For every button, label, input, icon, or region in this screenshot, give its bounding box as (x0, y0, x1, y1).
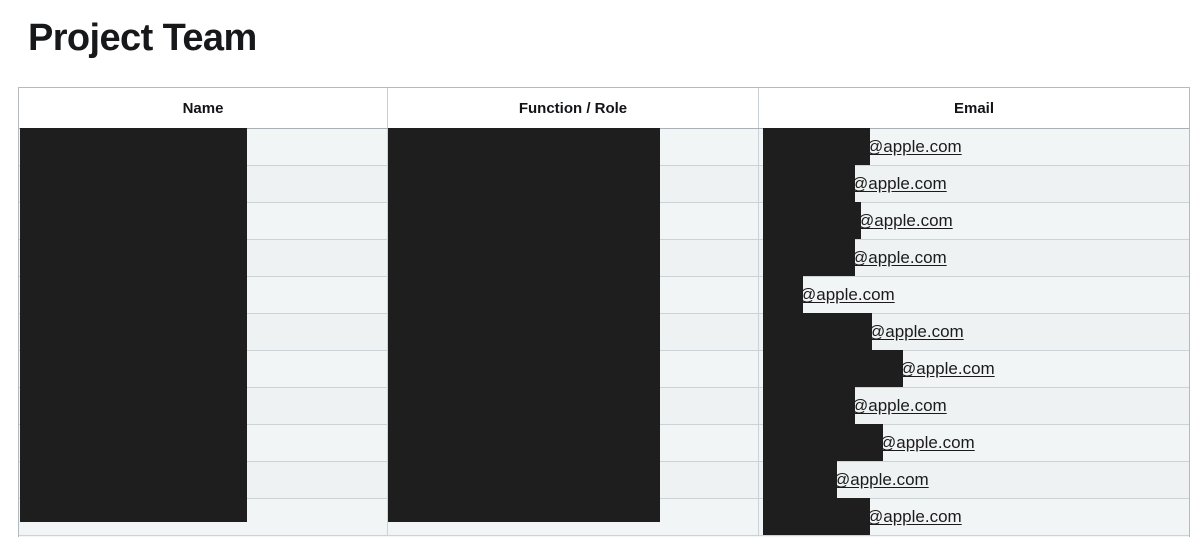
email-link[interactable]: @apple.com (879, 433, 975, 452)
cell-email: @apple.com (759, 203, 1189, 239)
cell-name (19, 388, 388, 424)
page-title: Project Team (28, 17, 257, 59)
redaction-block-email (763, 165, 855, 202)
cell-name (19, 425, 388, 461)
redaction-block-email (763, 424, 883, 461)
cell-function-role (388, 425, 759, 461)
redaction-block-email (763, 387, 855, 424)
cell-function-role (388, 240, 759, 276)
email-link[interactable]: @apple.com (833, 470, 929, 489)
cell-name (19, 203, 388, 239)
redaction-block-email (763, 498, 870, 535)
redaction-block-email (763, 202, 861, 239)
cell-function-role (388, 203, 759, 239)
cell-email: @apple.com (759, 314, 1189, 350)
email-link[interactable]: @apple.com (857, 211, 953, 230)
cell-email: @apple.com (759, 499, 1189, 535)
cell-name (19, 277, 388, 313)
cell-name (19, 499, 388, 535)
email-link[interactable]: @apple.com (868, 322, 964, 341)
redaction-block-email (763, 239, 855, 276)
table-header-row: Name Function / Role Email (19, 88, 1189, 129)
email-link[interactable]: @apple.com (851, 174, 947, 193)
redaction-block-role-column (388, 128, 660, 522)
redaction-block-email (763, 128, 870, 165)
cell-email: @apple.com (759, 462, 1189, 498)
column-header-name[interactable]: Name (19, 88, 388, 128)
redaction-block-email (763, 313, 872, 350)
cell-name (19, 240, 388, 276)
cell-function-role (388, 499, 759, 535)
column-header-function-role[interactable]: Function / Role (388, 88, 759, 128)
cell-email: @apple.com (759, 277, 1189, 313)
cell-email: @apple.com (759, 425, 1189, 461)
cell-function-role (388, 462, 759, 498)
cell-name (19, 462, 388, 498)
cell-name (19, 351, 388, 387)
email-link[interactable]: @apple.com (799, 285, 895, 304)
cell-name (19, 129, 388, 165)
cell-function-role (388, 129, 759, 165)
redaction-block-name-column (20, 128, 247, 522)
email-link[interactable]: @apple.com (851, 248, 947, 267)
cell-name (19, 314, 388, 350)
cell-email: @apple.com (759, 351, 1189, 387)
redaction-block-email (763, 350, 903, 387)
cell-function-role (388, 314, 759, 350)
redaction-block-email (763, 276, 803, 313)
cell-function-role (388, 388, 759, 424)
email-link[interactable]: @apple.com (899, 359, 995, 378)
redaction-block-email (763, 461, 837, 498)
cell-email: @apple.com (759, 388, 1189, 424)
email-link[interactable]: @apple.com (866, 137, 962, 156)
cell-email: @apple.com (759, 166, 1189, 202)
email-link[interactable]: @apple.com (866, 507, 962, 526)
cell-function-role (388, 277, 759, 313)
cell-email: @apple.com (759, 240, 1189, 276)
cell-function-role (388, 351, 759, 387)
cell-email: @apple.com (759, 129, 1189, 165)
cell-function-role (388, 166, 759, 202)
cell-name (19, 166, 388, 202)
email-link[interactable]: @apple.com (851, 396, 947, 415)
column-header-email[interactable]: Email (759, 88, 1189, 128)
